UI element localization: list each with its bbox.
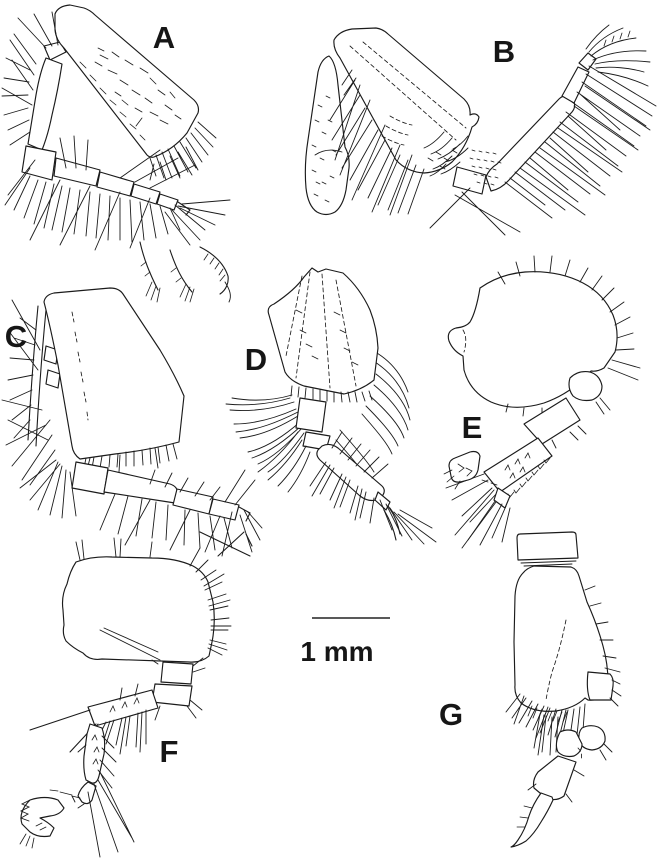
panel-label-d: D	[245, 342, 267, 377]
panel-label-g: G	[439, 697, 463, 732]
illustration-a	[1, 4, 231, 303]
illustration-d	[225, 267, 437, 545]
panel-label-e: E	[462, 410, 483, 445]
illustration-b	[304, 24, 657, 236]
illustration-e	[443, 255, 641, 549]
panel-label-b: B	[493, 34, 515, 69]
scale-bar-label: 1 mm	[300, 636, 373, 667]
panel-label-a: A	[153, 20, 175, 55]
illustration-g	[505, 531, 622, 848]
illustration-c	[1, 287, 263, 557]
scale-bar: 1 mm	[300, 617, 390, 667]
panel-label-c: C	[5, 319, 27, 354]
panel-label-f: F	[160, 734, 179, 769]
illustration-f	[19, 537, 232, 858]
